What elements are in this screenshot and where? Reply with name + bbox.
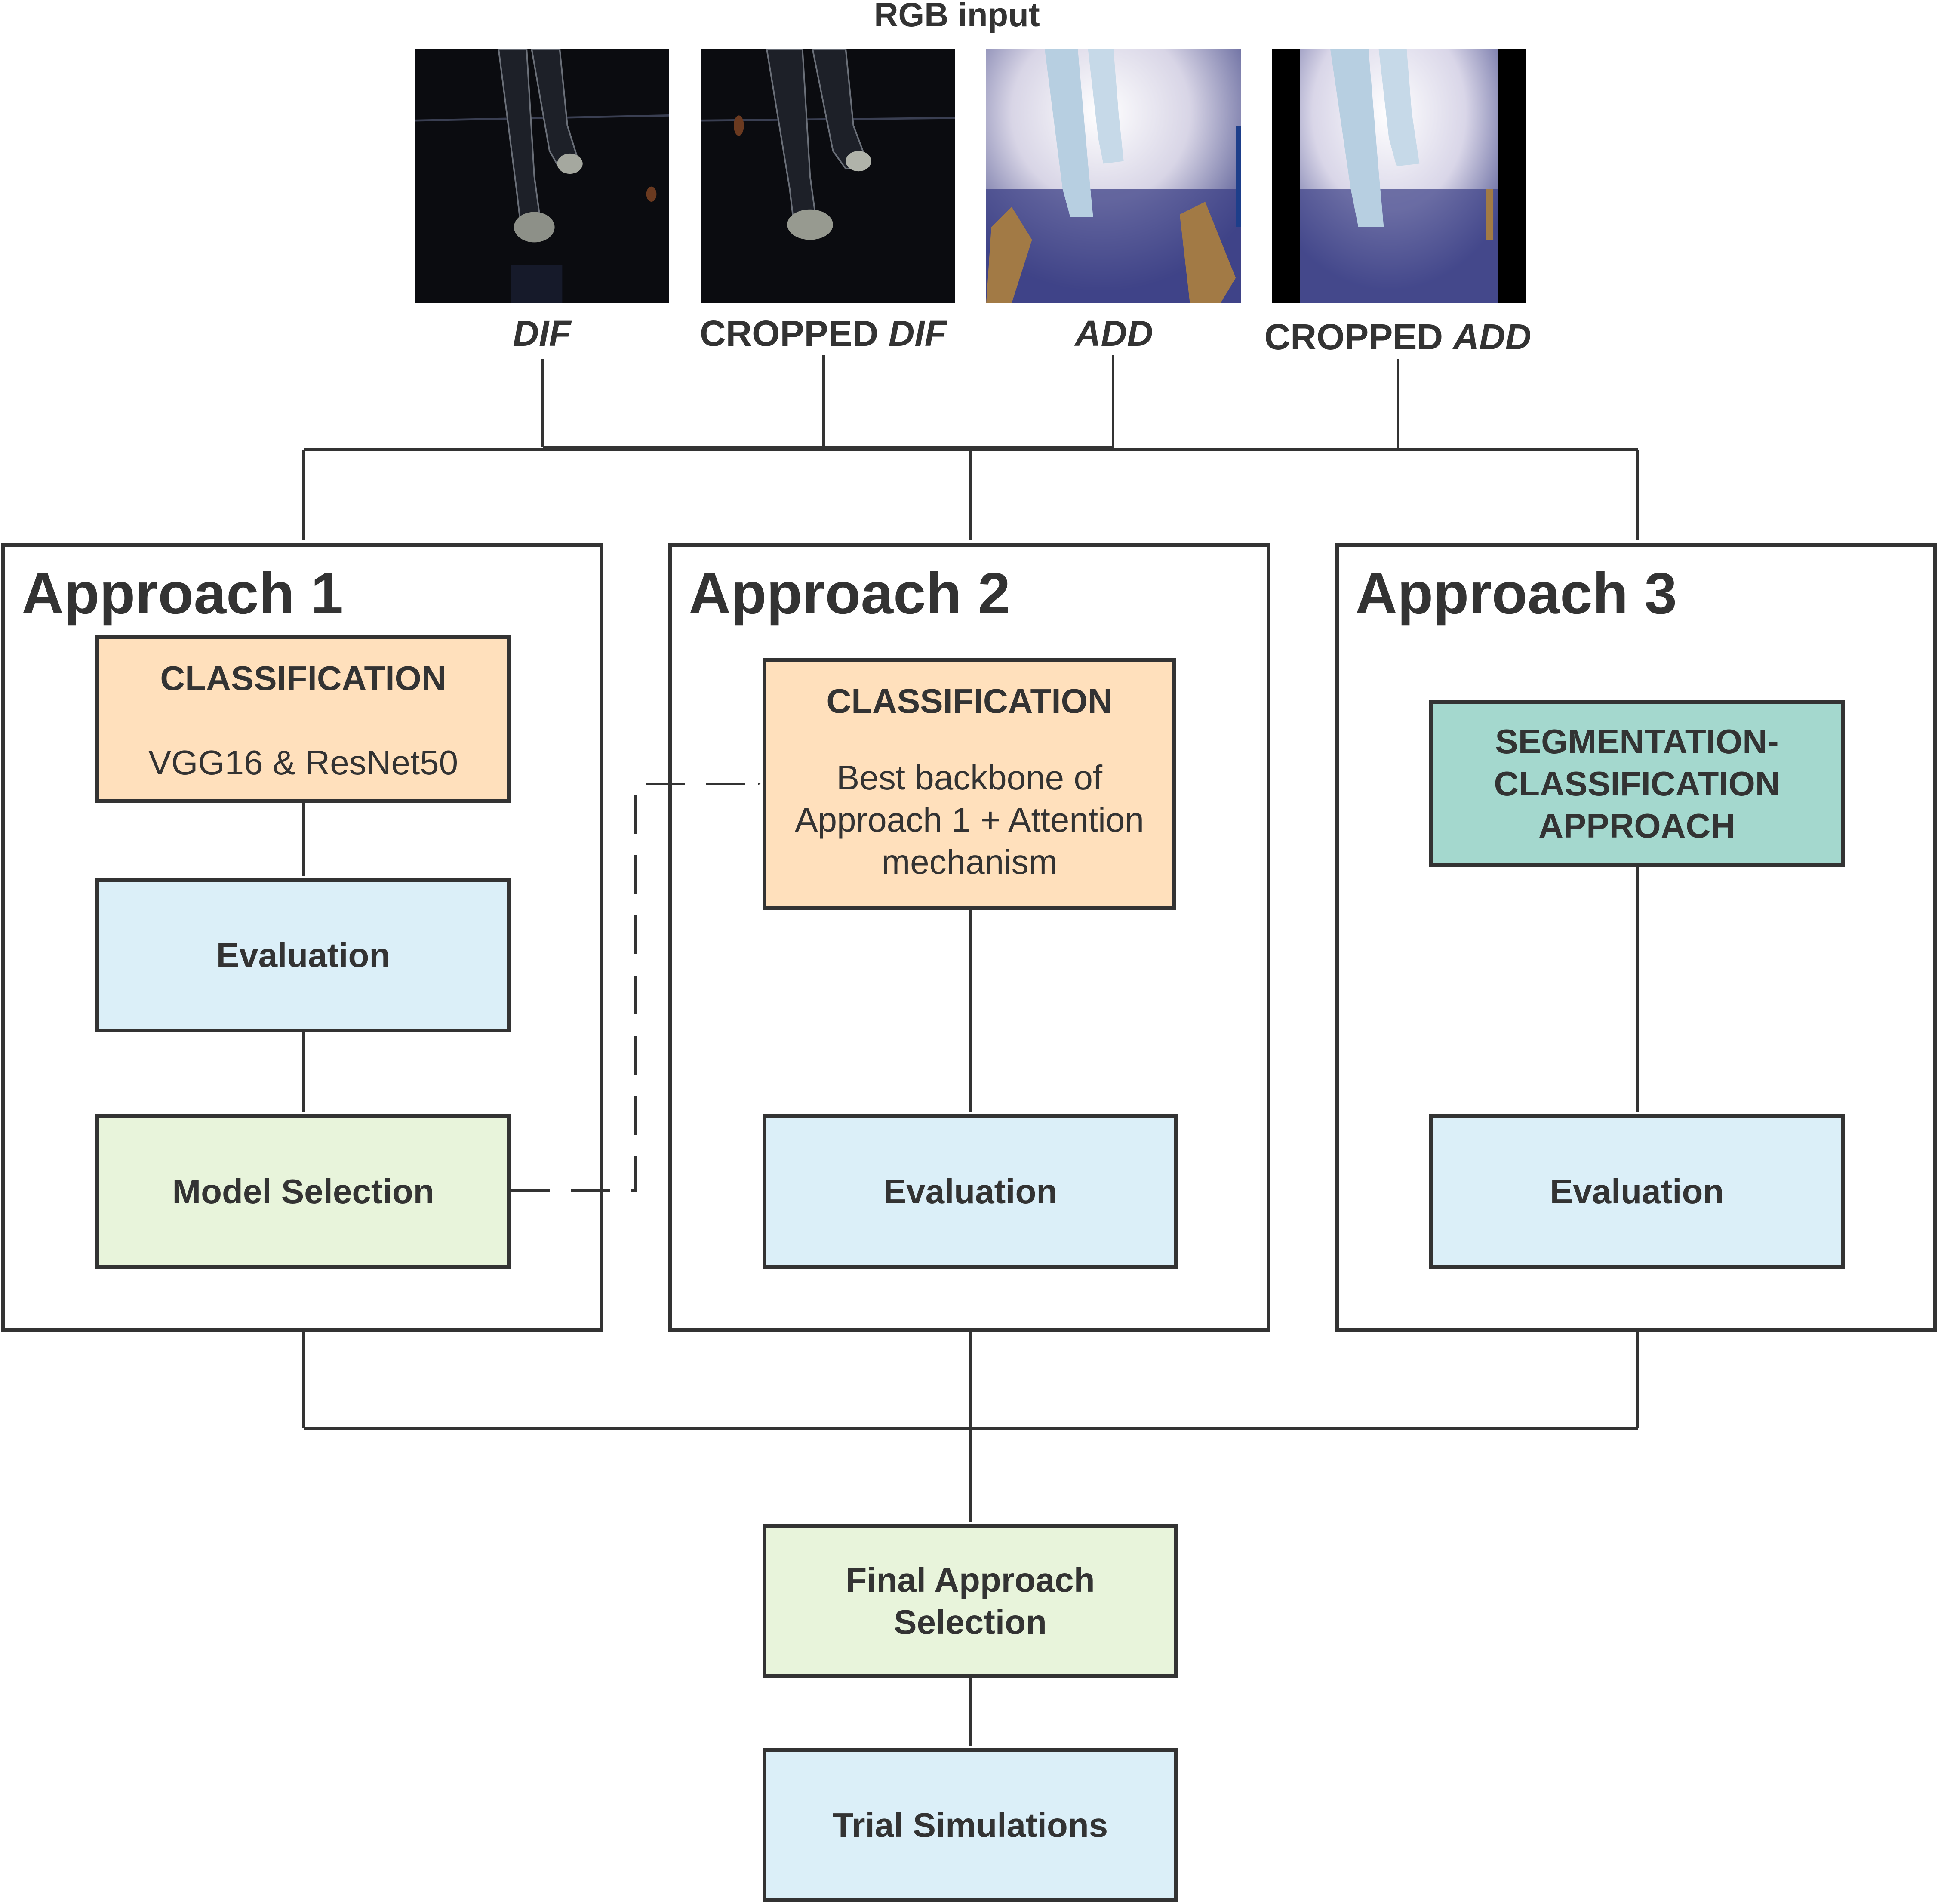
approach-3-panel: Approach 3 — [1335, 543, 1937, 1332]
approach-1-model-selection-box: Model Selection — [95, 1114, 511, 1269]
approach-1-classification-title: CLASSIFICATION — [160, 659, 446, 697]
cropped-add-label: CROPPED ADD — [1264, 317, 1532, 357]
cropped-dif-label: CROPPED DIF — [699, 313, 947, 354]
trial-simulations-box: Trial Simulations — [763, 1748, 1178, 1902]
approach-2-evaluation-box: Evaluation — [763, 1114, 1178, 1269]
dif-label: DIF — [513, 313, 571, 354]
approach-1-evaluation-box: Evaluation — [95, 878, 511, 1032]
approach-3-title: Approach 3 — [1355, 561, 1677, 626]
dif-image — [415, 49, 669, 303]
rgb-input-title: RGB input — [874, 0, 1040, 34]
final-approach-selection-box: Final Approach Selection — [763, 1524, 1178, 1678]
approach-1-classification-box: CLASSIFICATION VGG16 & ResNet50 — [95, 635, 511, 803]
approach-1-classification-text: VGG16 & ResNet50 — [148, 743, 458, 782]
approach-2-classification-title: CLASSIFICATION — [826, 682, 1113, 720]
approach-1-title: Approach 1 — [22, 561, 344, 626]
approach-2-title: Approach 2 — [689, 561, 1011, 626]
cropped-dif-image — [701, 49, 955, 303]
approach-3-evaluation-box: Evaluation — [1429, 1114, 1845, 1269]
segmentation-classification-box: SEGMENTATION-CLASSIFICATION APPROACH — [1429, 700, 1845, 867]
add-label: ADD — [1075, 313, 1153, 354]
approach-2-classification-text: Best backbone of Approach 1 + Attention … — [795, 758, 1144, 881]
input-merge-line — [543, 446, 1398, 451]
add-image — [986, 49, 1241, 303]
approach-2-classification-box: CLASSIFICATION Best backbone of Approach… — [763, 658, 1176, 910]
cropped-add-image — [1272, 49, 1526, 303]
